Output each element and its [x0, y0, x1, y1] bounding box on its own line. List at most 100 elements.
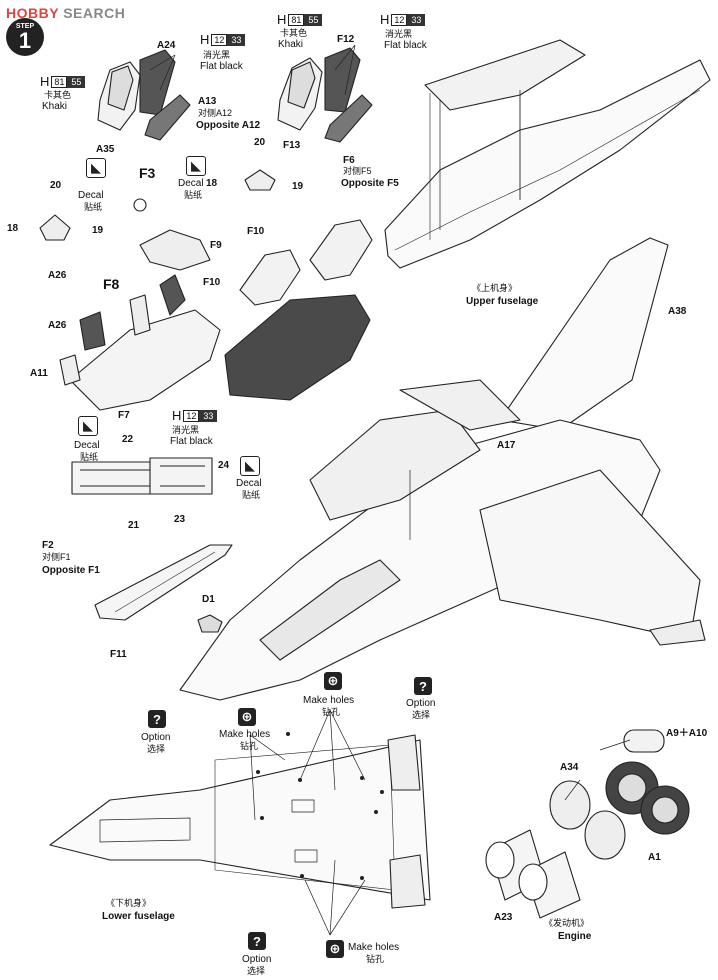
paint-code: 12 — [211, 33, 228, 46]
part-f12: F12 — [337, 34, 355, 45]
engine-en: Engine — [558, 931, 592, 942]
option-en: Option — [406, 698, 436, 709]
seat-f13-drawing — [277, 47, 373, 143]
option-cn: 选择 — [147, 744, 166, 754]
opposite-a12-en: Opposite A12 — [196, 120, 261, 131]
part-f11: F11 — [110, 649, 127, 660]
part-a9-a10: A9＋A10 — [666, 728, 708, 739]
part-d1: D1 — [202, 594, 215, 605]
part-18-left: 18 — [7, 223, 19, 234]
part-f10-tub: F10 — [203, 277, 221, 288]
engine-cn: 《发动机》 — [544, 918, 590, 928]
opposite-f5-en: Opposite F5 — [341, 178, 399, 189]
part-20-left: 20 — [50, 180, 62, 191]
part-21: 21 — [128, 520, 140, 531]
question-icon: ? — [148, 710, 166, 728]
paint-flat-mid: H 12 33 — [380, 12, 426, 27]
question-mark: ? — [153, 711, 161, 727]
question-icon: ? — [248, 932, 266, 950]
step-badge: STEP 1 — [6, 18, 44, 56]
paint-code: 81 — [288, 13, 305, 26]
part-18-mid: 18 — [206, 178, 218, 189]
question-mark: ? — [419, 678, 427, 694]
part-22: 22 — [122, 434, 134, 445]
cockpit-tub-left — [59, 229, 221, 411]
decal-cn: 贴纸 — [84, 202, 103, 212]
opposite-f1-en: Opposite F1 — [42, 565, 100, 576]
part-a11: A11 — [30, 368, 48, 379]
part-19-left: 19 — [92, 225, 104, 236]
part-a34: A34 — [560, 762, 579, 773]
opposite-a12-cn: 对侧A12 — [198, 108, 233, 118]
paint-code: 12 — [183, 409, 200, 422]
khaki-en: Khaki — [278, 39, 304, 50]
flat-en: Flat black — [170, 436, 213, 447]
flat-cn: 消光黑 — [385, 29, 413, 39]
make-holes-icon: ⊕ — [326, 940, 344, 958]
part-a1: A1 — [648, 852, 661, 863]
step-number: 1 — [18, 27, 32, 53]
paint-h: H — [172, 408, 182, 423]
lower-fuselage-en: Lower fuselage — [102, 911, 175, 922]
logo-brand: HOBBY — [6, 5, 59, 21]
make-holes-cn: 钻孔 — [240, 741, 259, 751]
upper-fuselage — [384, 39, 711, 269]
paint-khaki-mid: H 81 55 — [277, 12, 323, 27]
khaki-en: Khaki — [42, 101, 68, 112]
decal-en: Decal — [236, 478, 262, 489]
decal-en: Decal — [74, 440, 100, 451]
upper-fuselage-en: Upper fuselage — [466, 296, 539, 307]
flat-en: Flat black — [200, 61, 243, 72]
part-a38: A38 — [668, 306, 687, 317]
part-f8: F8 — [103, 276, 120, 292]
decal-en: Decal — [178, 178, 204, 189]
lower-fuselage-cn: 《下机身》 — [106, 898, 152, 908]
paint-flat-left: H 12 33 — [200, 32, 246, 47]
part-23: 23 — [174, 514, 186, 525]
question-mark: ? — [253, 933, 261, 949]
part-f2: F2 — [42, 540, 54, 551]
part-f3: F3 — [139, 165, 156, 181]
decal-icon: ◣ — [78, 416, 98, 436]
make-holes-en: Make holes — [219, 729, 271, 740]
paint-code: 33 — [199, 409, 218, 422]
part-a26-left: A26 — [48, 270, 67, 281]
decal-en: Decal — [78, 190, 104, 201]
main-fuselage-assembly — [179, 379, 706, 701]
decal-icon: ◣ — [86, 158, 106, 178]
part-20-mid: 20 — [254, 137, 266, 148]
option-cn: 选择 — [247, 966, 266, 976]
decal-cn: 贴纸 — [242, 490, 261, 500]
part-f6: F6 — [343, 155, 355, 166]
part-a35: A35 — [96, 144, 115, 155]
part-a13: A13 — [198, 96, 217, 107]
part-f7: F7 — [118, 410, 130, 421]
make-holes-en: Make holes — [303, 695, 355, 706]
engine-parts — [485, 729, 690, 919]
lower-fuselage — [49, 734, 431, 909]
part-a17: A17 — [497, 440, 516, 451]
paint-flat-tub: H 12 33 — [172, 408, 218, 423]
opposite-f1-cn: 对侧F1 — [42, 552, 71, 562]
part-f13: F13 — [283, 140, 301, 151]
part-a23: A23 — [494, 912, 513, 923]
cockpit-tub-dark — [224, 219, 373, 401]
decal-cn: 贴纸 — [80, 452, 99, 462]
paint-code: 33 — [227, 33, 246, 46]
part-a26-tub: A26 — [48, 320, 67, 331]
hobby-search-logo: HOBBY SEARCH — [6, 5, 125, 21]
paint-h: H — [277, 12, 287, 27]
decal-icon: ◣ — [186, 156, 206, 176]
flat-cn: 消光黑 — [172, 425, 200, 435]
make-holes-icon: ⊕ — [324, 672, 342, 690]
part-19-mid: 19 — [292, 181, 304, 192]
decal-cn: 贴纸 — [184, 190, 203, 200]
part-f9: F9 — [210, 240, 222, 251]
paint-code: 55 — [304, 13, 323, 26]
option-cn: 选择 — [412, 710, 431, 720]
option-en: Option — [141, 732, 171, 743]
part-a24: A24 — [157, 40, 176, 51]
part-f10-mid: F10 — [247, 226, 265, 237]
wheel-well-module — [71, 457, 213, 495]
